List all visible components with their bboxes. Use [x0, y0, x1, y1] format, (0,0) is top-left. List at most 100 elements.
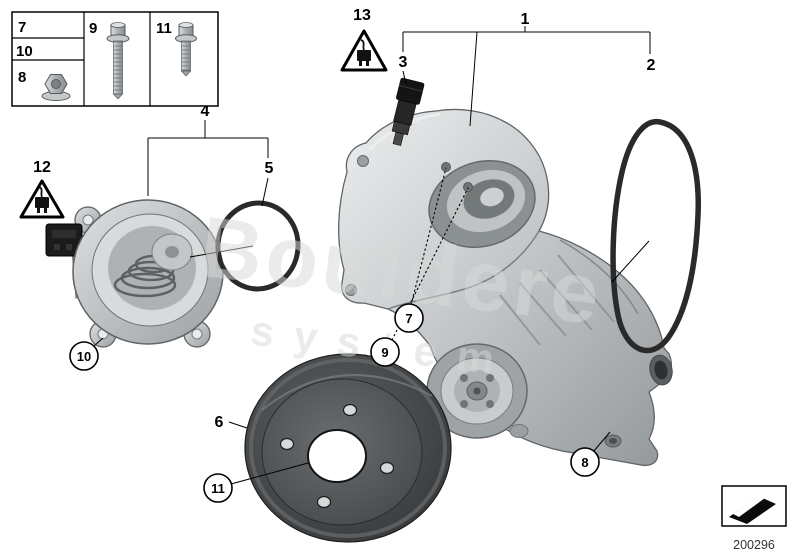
nut-bore [51, 79, 61, 89]
connector-cable-icon [38, 186, 43, 198]
part-label-2[interactable]: 2 [647, 57, 656, 74]
leader-6 [228, 421, 248, 429]
bottom-boss [509, 424, 529, 438]
legend-label-7[interactable]: 7 [18, 19, 26, 36]
legend-label-10[interactable]: 10 [16, 43, 33, 60]
arrow-logo-stripe [733, 495, 765, 517]
rib-line [539, 269, 593, 331]
arrow-logo-icon [729, 496, 776, 524]
leader-5 [261, 177, 269, 207]
bolt-threads [181, 41, 191, 71]
connector-pin-icon [359, 61, 362, 66]
part-label-5[interactable]: 5 [265, 160, 274, 177]
rib-line [557, 254, 615, 323]
pulley-bolt-hole [379, 461, 395, 475]
callout-10[interactable]: 10 [69, 341, 99, 371]
pulley [244, 353, 452, 543]
pulley-center-hole [307, 429, 367, 483]
tab-hole [191, 328, 203, 340]
footer: 200296 [721, 485, 787, 552]
rib-line [499, 294, 541, 346]
flange-nut-icon [41, 74, 71, 101]
connector-pin [66, 244, 72, 250]
callout-circle[interactable] [370, 337, 400, 367]
port-center [480, 187, 504, 207]
leader-3 [402, 70, 407, 85]
hub-bolt-hole [460, 400, 468, 408]
body-ridge [559, 239, 639, 315]
pulley-belt-groove [249, 358, 447, 538]
legend-label-9[interactable]: 9 [89, 20, 97, 37]
water-pump-assembly [338, 108, 673, 467]
connector-pin-icon [44, 208, 47, 213]
part-labels: 1 2 3 4 5 6 12 13 [33, 7, 655, 431]
connector-cable-icon [360, 39, 365, 51]
thermostat-cap-center [165, 246, 179, 258]
outlet-pipe [649, 354, 673, 386]
part-label-13[interactable]: 13 [353, 7, 371, 24]
connector-pin-icon [366, 61, 369, 66]
pulley-bolt-hole [342, 403, 358, 417]
part-label-12[interactable]: 12 [33, 159, 51, 176]
leader-10 [93, 337, 104, 347]
callout-circle[interactable] [570, 447, 600, 477]
part-label-1[interactable]: 1 [521, 11, 530, 28]
connector-pin-icon [37, 208, 40, 213]
bolt-threads [113, 41, 123, 94]
leader-11 [230, 462, 309, 485]
warning-triangle-12 [19, 179, 65, 219]
hub-bolt-hole [486, 400, 494, 408]
long-bolt-icon [106, 22, 130, 100]
callout-number: 11 [211, 481, 225, 496]
spring-coil [127, 260, 175, 282]
callout-circle[interactable] [69, 341, 99, 371]
connector-slot [52, 230, 76, 238]
warning-triangle-13 [340, 29, 388, 72]
part-label-3[interactable]: 3 [399, 54, 408, 71]
short-bolt-icon [175, 22, 197, 77]
bolt-seat-9 [463, 182, 473, 192]
diagram-number: 200296 [733, 538, 775, 552]
temperature-sensor [391, 77, 425, 146]
pipe-bore [654, 360, 668, 380]
hub-bolt-hole [486, 374, 494, 382]
callout-11[interactable]: 11 [203, 473, 233, 503]
connector-plug-icon [35, 197, 49, 208]
callout-circle[interactable] [394, 303, 424, 333]
spring-coil [120, 266, 176, 290]
callout-7[interactable]: 7 [394, 303, 424, 333]
pulley-highlight [261, 374, 433, 411]
part-label-4[interactable]: 4 [201, 103, 210, 120]
callout-number: 10 [77, 349, 91, 364]
profile-gasket [610, 119, 701, 354]
callout-9[interactable]: 9 [370, 337, 400, 367]
legend-label-8[interactable]: 8 [18, 69, 26, 86]
sensor-tip [392, 131, 404, 146]
foot-hole-bore [609, 438, 617, 444]
rib-line [519, 282, 567, 337]
callout-circle[interactable] [203, 473, 233, 503]
axis-line [189, 245, 254, 258]
connector-pin [54, 244, 60, 250]
sensor-connector-line [399, 84, 423, 92]
dotted-leader-7 [410, 167, 447, 306]
pump-hub [426, 343, 528, 439]
hub-bolt-hole [460, 374, 468, 382]
part-label-6[interactable]: 6 [215, 414, 224, 431]
leader-2 [611, 240, 650, 283]
flange-hole [345, 284, 357, 296]
connector-plug-icon [357, 50, 371, 61]
pulley-bolt-hole [316, 495, 332, 509]
spring-coil [113, 272, 177, 298]
bolt-tip [180, 70, 192, 77]
leader-8 [592, 431, 611, 453]
callout-number: 9 [381, 345, 388, 360]
fastener-legend-box: 7 10 8 9 11 [11, 11, 219, 107]
tab-hole [82, 214, 94, 226]
legend-label-11[interactable]: 11 [156, 20, 172, 37]
callout-number: 7 [405, 311, 412, 326]
callout-8[interactable]: 8 [570, 447, 600, 477]
bolt-head-top [110, 22, 126, 28]
